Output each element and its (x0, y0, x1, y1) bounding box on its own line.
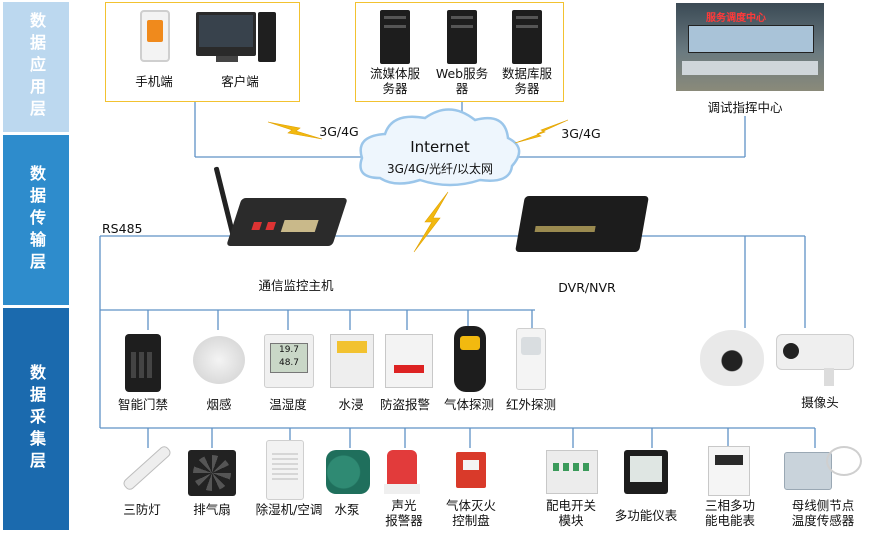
internet-subtitle: 3G/4G/光纤/以太网 (387, 162, 493, 176)
actuator-label-5: 气体灭火控制盘 (445, 498, 496, 528)
sensor-label-0: 智能门禁 (117, 397, 168, 412)
layer-application: 数据应用层 (3, 2, 69, 132)
bullet-camera-icon (776, 334, 854, 370)
server-group-box (355, 2, 564, 102)
db-server-label: 数据库服务器 (501, 66, 552, 96)
water-pump-icon (326, 450, 370, 494)
infrared-detector-icon (516, 328, 546, 390)
sensor-label-4: 防盗报警 (379, 397, 430, 412)
energy-meter-icon (708, 446, 750, 496)
actuator-label-4: 声光报警器 (385, 498, 423, 528)
gas-detector-icon (454, 326, 486, 392)
control-center-photo: 服务调度中心 (676, 3, 824, 91)
monitor-stand-icon (216, 56, 238, 62)
control-center-sign: 服务调度中心 (706, 13, 766, 24)
streaming-server-label: 流媒体服务器 (369, 66, 420, 96)
pc-tower-icon (258, 12, 276, 62)
access-control-icon (125, 334, 161, 392)
burglar-alarm-icon (385, 334, 433, 388)
actuator-label-6: 配电开关模块 (545, 498, 596, 528)
actuator-label-0: 三防灯 (123, 502, 161, 517)
sensor-cable-icon (826, 446, 862, 476)
sensor-label-7: 摄像头 (801, 395, 839, 410)
link-right-label: 3G/4G (561, 126, 601, 141)
strobe-alarm-icon (384, 450, 420, 494)
sensor-label-5: 气体探测 (443, 397, 494, 412)
mobile-label: 手机端 (135, 74, 173, 89)
actuator-label-1: 排气扇 (193, 502, 231, 517)
monitoring-host-label: 通信监控主机 (258, 278, 334, 293)
actuator-label-3: 水泵 (334, 502, 360, 517)
actuator-label-7: 多功能仪表 (614, 508, 678, 523)
camera-bracket-icon (824, 368, 834, 386)
rs485-label: RS485 (102, 221, 143, 236)
client-group-box (105, 2, 300, 102)
actuator-label-2: 除湿机/空调 (255, 502, 323, 517)
power-switch-module-icon (546, 450, 598, 494)
sensor-label-2: 温湿度 (269, 397, 307, 412)
multifunction-meter-icon (624, 450, 668, 494)
mobile-phone-icon (140, 10, 170, 62)
busbar-temp-sensor-icon (784, 452, 832, 490)
web-server-icon (447, 10, 477, 64)
link-left-label: 3G/4G (319, 124, 359, 139)
sensor-label-3: 水浸 (338, 397, 364, 412)
dvr-nvr-device (515, 196, 649, 252)
dome-camera-icon (700, 330, 764, 386)
dvr-nvr-label: DVR/NVR (558, 280, 616, 295)
streaming-server-icon (380, 10, 410, 64)
control-center-label: 调试指挥中心 (707, 100, 783, 115)
exhaust-fan-icon (188, 450, 236, 496)
dehumidifier-icon (266, 440, 304, 500)
fire-control-panel-icon (456, 452, 486, 488)
client-label: 客户端 (221, 74, 259, 89)
sensor-label-1: 烟感 (206, 397, 232, 412)
smoke-detector-icon (193, 336, 245, 384)
internet-title: Internet (410, 138, 470, 156)
layer-transmission: 数据传输层 (3, 135, 69, 305)
desktop-pc-icon (196, 12, 256, 56)
monitoring-host-device (226, 198, 348, 246)
internet-cloud (359, 108, 521, 187)
lightning-icon (267, 119, 569, 253)
actuator-label-8: 三相多功能电能表 (704, 498, 755, 528)
water-leak-icon (330, 334, 374, 388)
web-server-label: Web服务器 (435, 66, 489, 96)
db-server-icon (512, 10, 542, 64)
actuator-label-9: 母线侧节点温度传感器 (791, 498, 855, 528)
layer-collection: 数据采集层 (3, 308, 69, 530)
sensor-label-6: 红外探测 (505, 397, 556, 412)
